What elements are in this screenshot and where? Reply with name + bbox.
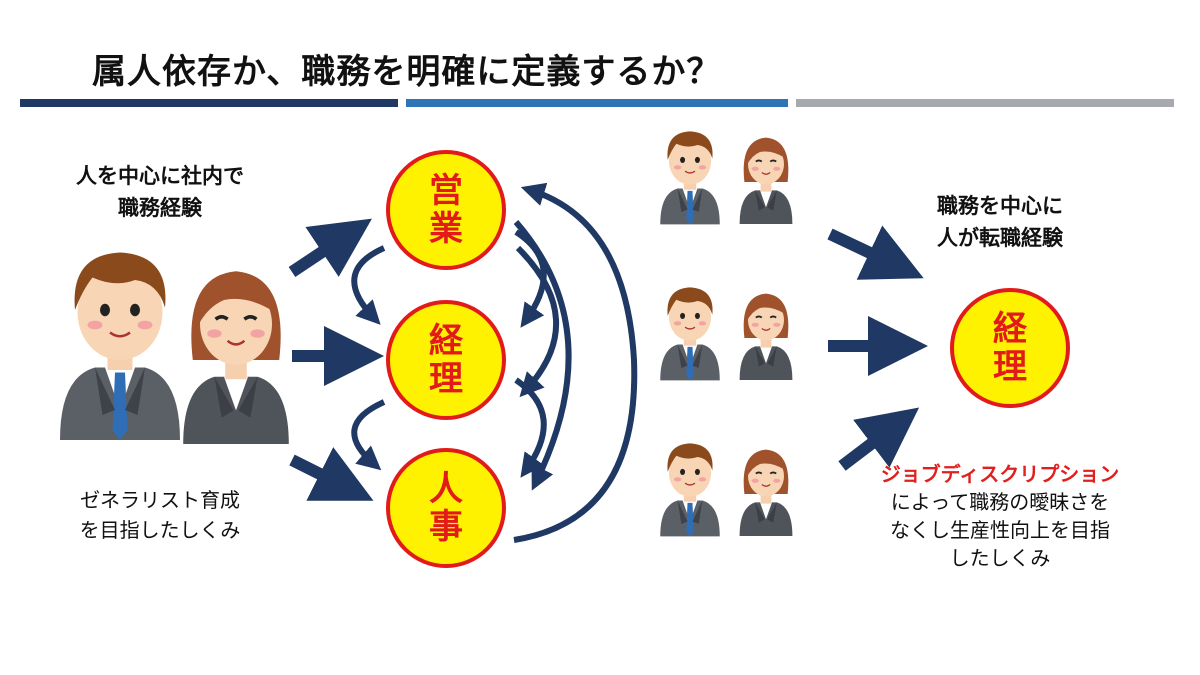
- department-hr-line2: 事: [429, 507, 463, 547]
- left-heading-line2: 職務経験: [118, 196, 202, 220]
- rotation-arrows-left: [351, 245, 386, 471]
- rotation-arrows-right: [513, 182, 638, 543]
- jd-title: ジョブディスクリプション: [880, 462, 1120, 486]
- businessman-icon: [58, 251, 182, 442]
- people-group-2: [659, 286, 794, 382]
- left-arrows: [288, 218, 384, 501]
- right-heading: 職務を中心に 人が転職経験: [900, 190, 1100, 254]
- jd-line2: なくし生産性向上を目指: [890, 518, 1110, 542]
- left-footer-line1: ゼネラリスト育成: [80, 488, 240, 512]
- jd-line1: によって職務の曖昧さを: [890, 490, 1110, 514]
- department-sales-line2: 業: [429, 209, 463, 249]
- department-sales-circle: 営 業: [386, 150, 506, 270]
- page-title: 属人依存か、職務を明確に定義するか？: [92, 52, 722, 92]
- department-accounting-line2: 理: [429, 359, 463, 399]
- people-group-1: [659, 130, 794, 226]
- left-footer: ゼネラリスト育成 を目指したしくみ: [30, 485, 290, 545]
- right-heading-line1: 職務を中心に: [937, 194, 1063, 218]
- title-rule-blue: [406, 99, 788, 107]
- right-heading-line2: 人が転職経験: [937, 226, 1063, 250]
- right-arrows: [827, 225, 928, 471]
- job-description-note: ジョブディスクリプション によって職務の曖昧さを なくし生産性向上を目指 したし…: [830, 460, 1170, 572]
- left-heading: 人を中心に社内で 職務経験: [50, 160, 270, 224]
- title-rule-navy: [20, 99, 398, 107]
- left-heading-line1: 人を中心に社内で: [76, 164, 244, 188]
- target-line1: 経: [993, 309, 1027, 349]
- department-accounting-circle: 経 理: [386, 300, 506, 420]
- department-hr-circle: 人 事: [386, 448, 506, 568]
- left-footer-line2: を目指したしくみ: [79, 518, 241, 542]
- businesswoman-icon: [181, 269, 291, 446]
- department-accounting-line1: 経: [429, 321, 463, 361]
- target-accounting-circle: 経 理: [950, 288, 1070, 408]
- jd-line3: したしくみ: [949, 546, 1051, 570]
- department-hr-line1: 人: [429, 469, 463, 509]
- title-rule-gray: [796, 99, 1174, 107]
- target-line2: 理: [993, 347, 1027, 387]
- people-group-3: [659, 442, 794, 538]
- department-sales-line1: 営: [429, 171, 463, 211]
